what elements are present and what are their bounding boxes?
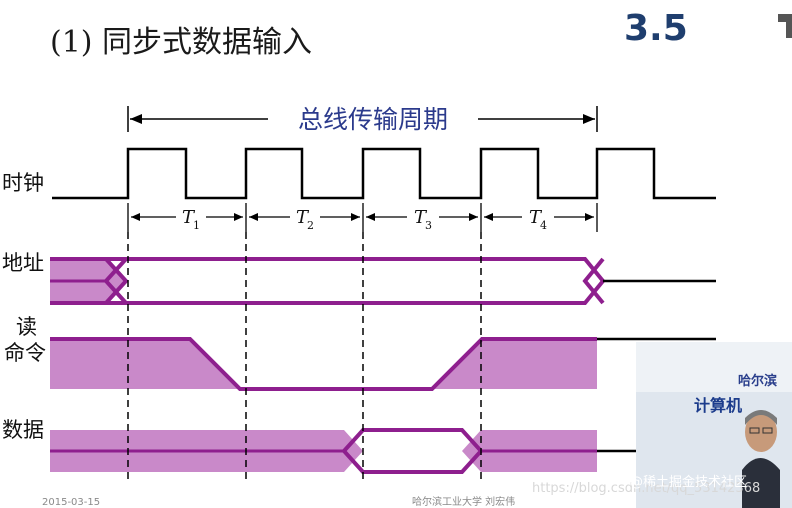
clock-label: 时钟 (2, 171, 44, 195)
video-inset: 哈尔滨 计算机 (636, 342, 792, 508)
address-invalid-edge (50, 257, 129, 305)
lecturer-body (742, 458, 780, 508)
csdn-watermark: https://blog.csdn.net/qq_53142368 (532, 481, 760, 496)
video-inset-banner (636, 342, 792, 392)
address-label: 地址 (2, 251, 44, 275)
data-label: 数据 (2, 418, 44, 442)
community-watermark: @稀土掘金技术社区 (630, 474, 747, 490)
video-inset-school-text: 哈尔滨 (738, 373, 777, 389)
lecturer-glasses-left (749, 427, 760, 434)
lecturer-hair (745, 410, 777, 425)
read-cmd-label-line1: 读 (16, 315, 37, 339)
period-arrowhead (249, 213, 258, 221)
period-arrowhead (234, 213, 243, 221)
period-arrowhead (366, 213, 375, 221)
period-t3-letter: T (414, 207, 428, 228)
data-valid-outline (341, 428, 484, 474)
period-arrowhead (469, 213, 478, 221)
period-arrowhead (131, 213, 140, 221)
address-waveform (50, 257, 716, 305)
clock-waveform (52, 147, 716, 200)
period-arrowhead (585, 213, 594, 221)
footer-university: 哈尔滨工业大学 刘宏伟 (412, 495, 515, 508)
period-t1-letter: T (182, 207, 196, 228)
arrow-head-right (583, 114, 595, 124)
period-markers: T 1 T 2 T 3 T 4 (127, 203, 598, 232)
corner-mark (778, 14, 792, 38)
period-t2-letter: T (296, 207, 310, 228)
slide-title: (1) 同步式数据输入 (50, 25, 312, 60)
read-cmd-waveform (50, 337, 716, 391)
arrow-head-left (130, 114, 142, 124)
footer-date: 2015-03-15 (42, 497, 100, 508)
address-end-cross (582, 257, 605, 305)
read-cmd-label-line2: 命令 (4, 341, 46, 365)
read-cmd-fill (50, 339, 597, 389)
period-t1-subscript: 1 (193, 219, 200, 232)
address-valid-outline (103, 257, 606, 305)
lecturer-head (745, 412, 777, 452)
period-arrowhead (351, 213, 360, 221)
video-inset-dept-text: 计算机 (694, 396, 742, 415)
period-t4-letter: T (529, 207, 543, 228)
section-number: 3.5 (624, 8, 688, 49)
lecturer-glasses-right (762, 427, 773, 434)
period-arrowhead (484, 213, 493, 221)
period-t3-subscript: 3 (425, 219, 432, 232)
bus-cycle-span: 总线传输周期 (127, 105, 598, 134)
period-t2-subscript: 2 (307, 219, 314, 232)
reference-dashed-lines (127, 232, 482, 480)
read-cmd-line (50, 337, 597, 391)
data-waveform (50, 428, 640, 474)
period-t4-subscript: 4 (540, 219, 547, 232)
bus-cycle-label: 总线传输周期 (298, 105, 448, 134)
